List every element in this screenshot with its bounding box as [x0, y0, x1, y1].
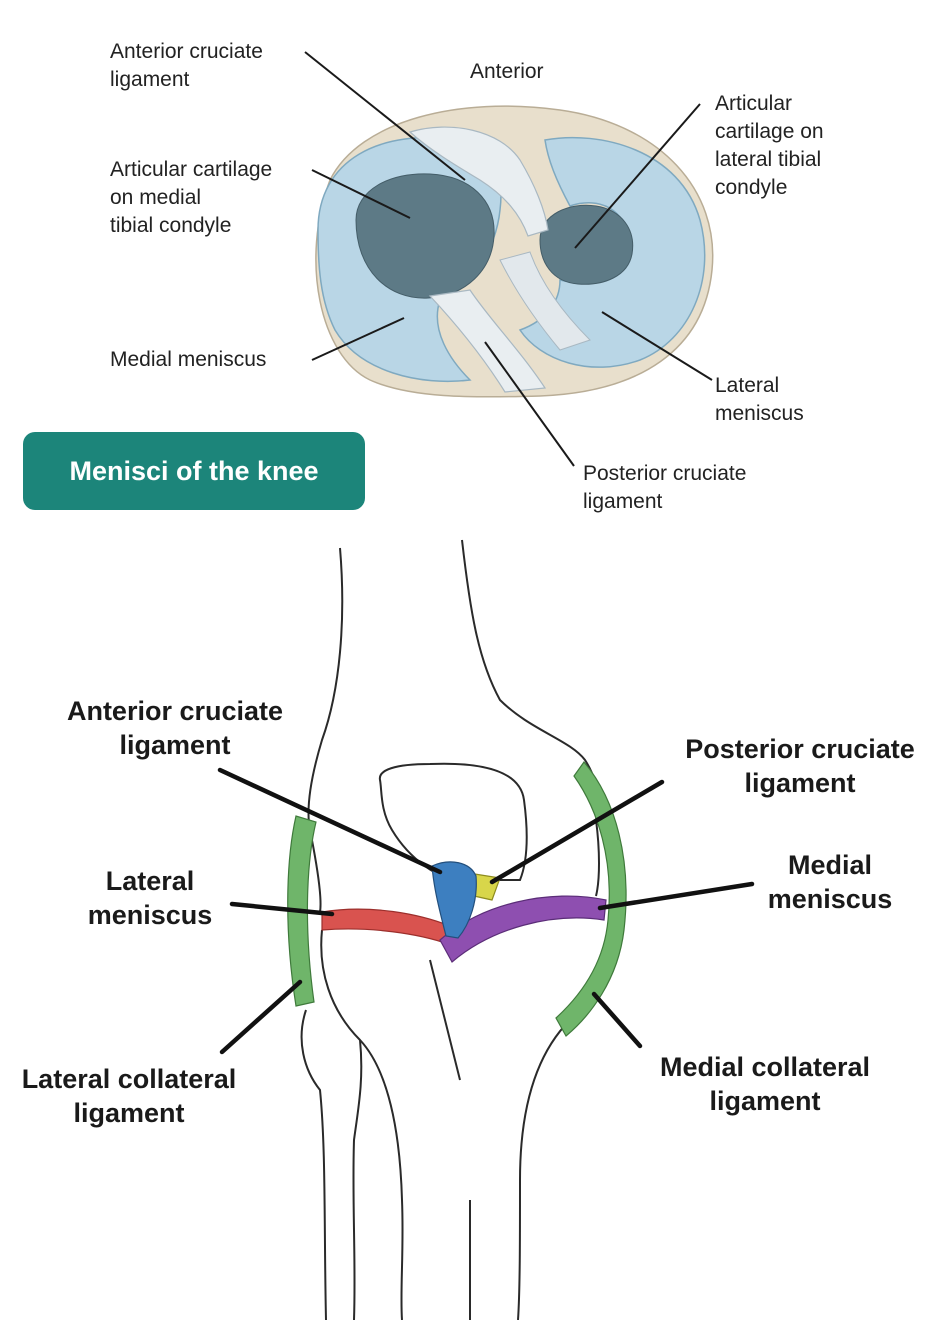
acl-band	[431, 861, 477, 939]
lateral-meniscus-band	[321, 908, 451, 945]
pcl-shape-2	[499, 251, 591, 351]
bottom-label-lcl: Lateral collateral ligament	[21, 1064, 237, 1128]
bottom-label-pcl: Posterior cruciate ligament	[685, 734, 915, 798]
top-label-lateral-cartilage: Articular cartilage on lateral tibial co…	[715, 92, 824, 199]
top-label-anterior: Anterior	[470, 60, 544, 83]
title-badge: Menisci of the knee	[23, 432, 365, 510]
patella-outline	[378, 762, 528, 881]
bottom-label-medial-meniscus: Medial meniscus	[767, 850, 893, 914]
bottom-leader-lines	[217, 767, 755, 1055]
top-leader-lines	[304, 51, 713, 467]
femur-outline	[307, 539, 599, 831]
bottom-label-lateral-meniscus: Lateral meniscus	[87, 866, 213, 930]
tibia-inner-line	[429, 959, 471, 1320]
bottom-label-acl: Anterior cruciate ligament	[66, 696, 284, 760]
mcl-shape	[555, 761, 627, 1037]
tibia-outline	[320, 919, 614, 1320]
medial-meniscus-band	[439, 895, 607, 963]
acl-shape	[408, 126, 549, 237]
top-label-pcl: Posterior cruciate ligament	[583, 462, 747, 513]
fibula-outline	[300, 1009, 363, 1320]
top-label-acl: Anterior cruciate ligament	[110, 40, 263, 91]
top-label-medial-meniscus: Medial meniscus	[110, 348, 267, 371]
bottom-label-mcl: Medial collateral ligament	[659, 1052, 871, 1116]
lateral-meniscus-shape	[518, 136, 706, 368]
medial-cartilage-shape	[355, 173, 495, 299]
lateral-cartilage-shape	[539, 204, 634, 285]
top-label-lateral-meniscus: Lateral meniscus	[715, 374, 804, 425]
pcl-shape	[428, 289, 547, 393]
top-label-medial-cartilage: Articular cartilage on medial tibial con…	[110, 158, 273, 237]
